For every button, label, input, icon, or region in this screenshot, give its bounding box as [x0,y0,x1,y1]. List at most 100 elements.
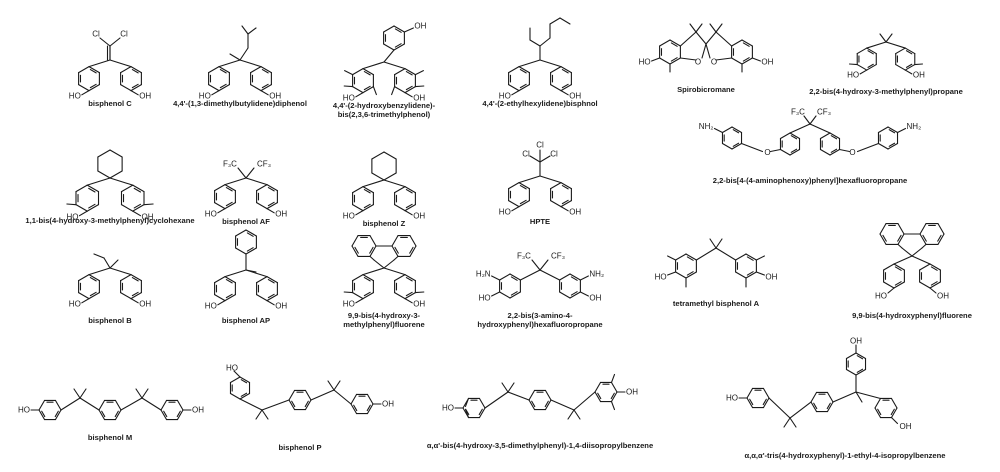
bond [250,84,262,92]
amine-label: NH₂ [699,122,714,131]
hydroxyl-label: HO [205,302,217,311]
compound-name: bisphenol B [88,316,132,325]
trifluoromethyl-label: CF₃ [257,160,271,169]
bond [826,401,834,413]
bond [267,201,275,207]
bond [856,47,868,55]
compound-name: tetramethyl bisphenol A [673,299,760,308]
bond [225,278,233,284]
bond [783,417,791,428]
bond [755,255,765,261]
bond [366,404,371,412]
bond [383,43,395,51]
chlorine-label: Cl [120,30,128,39]
bond [879,33,887,43]
bond [143,203,154,206]
bond [789,123,811,134]
compound-name: 4,4'-(2-ethylhexylidene)bisphnol [482,99,597,108]
bond [343,291,354,294]
bond [762,398,767,406]
bond [109,267,132,276]
bond [742,42,750,47]
bond [667,271,677,276]
bond [919,223,927,235]
bond [560,182,572,190]
bond [404,298,413,304]
bond [929,263,941,271]
bond [539,37,551,47]
hydroxyl-label: OH [626,388,638,397]
bond [261,68,269,74]
bond [855,391,863,403]
bond [66,203,77,206]
bond [464,408,470,419]
bond [79,388,87,399]
bond [363,276,371,282]
bond [659,57,671,65]
bond [904,69,913,75]
oxygen-label: O [764,148,770,157]
bond [579,291,589,297]
bond [405,85,413,91]
oxygen-label: O [849,148,855,157]
bond [508,182,520,190]
bond [217,208,226,214]
bond [809,123,831,134]
bond [245,167,255,179]
bond [885,33,893,43]
trifluoromethyl-label: F₃C [223,160,237,169]
bond [266,294,278,302]
bond [120,204,134,212]
bond [405,203,413,209]
bond [114,399,122,411]
trifluoromethyl-label: CF₃ [551,252,565,261]
bond [394,86,406,94]
bond [561,68,569,74]
hydroxyl-label: HO [343,94,355,103]
bond [885,41,906,49]
bond [510,276,518,281]
bond [120,397,143,411]
bond [79,397,100,411]
bond [304,399,312,411]
bond [855,368,867,376]
chlorine-label: Cl [522,150,530,159]
bond [866,64,877,71]
hydroxyl-label: OH [275,210,287,219]
bond [866,47,877,55]
hydroxyl-label: OH [413,94,425,103]
bond [560,206,569,212]
bond [41,410,46,418]
bond [561,199,569,205]
bond [352,204,364,212]
bond [88,274,100,282]
bond [741,39,753,47]
hydroxyl-label: HO [199,92,211,101]
bond [528,389,536,401]
bond [518,200,530,208]
amine-label: NH₂ [907,122,922,131]
bond [245,269,268,278]
bond [845,368,857,376]
bond [363,291,371,297]
bond [937,234,942,242]
hydroxyl-label: HO [499,92,511,101]
bond [86,177,111,186]
bond [240,392,248,397]
compound-name: methylphenyl)fluorene [343,320,424,329]
bond [350,403,358,415]
bond [109,170,123,179]
bond [550,182,562,190]
bond [98,409,106,421]
bond [86,204,100,212]
bond [224,184,236,192]
bond [89,68,97,74]
bond [695,23,703,33]
bond [224,269,247,278]
bond [518,59,541,68]
